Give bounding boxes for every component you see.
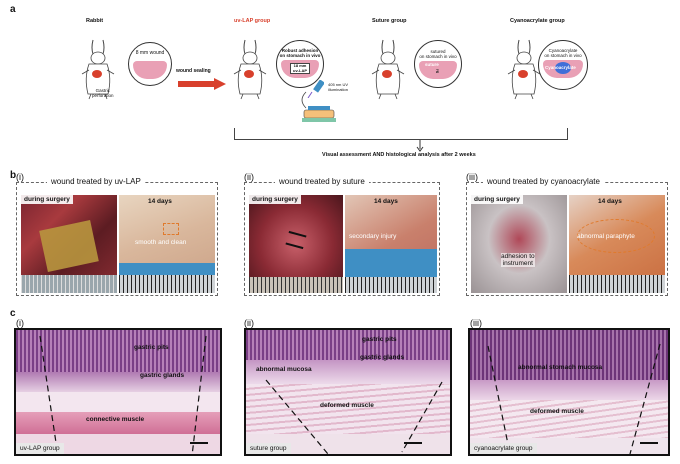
group-bracket: [234, 128, 568, 140]
panel-b-iii-title: wound treated by cyanoacrylate: [483, 177, 604, 186]
patch-label: 18 mm uv-LAP: [290, 63, 310, 75]
panel-b-i-box: wound treated by uv-LAP during surgery 1…: [16, 177, 218, 296]
photo-b-iii-14days: 14 days abnormal paraphyte: [569, 195, 665, 293]
adhesion-bubble: Robust adhesion on stomach in vivo 18 mm…: [276, 40, 324, 88]
photo-label: 14 days: [598, 198, 622, 205]
group-title-rabbit: Rabbit: [86, 18, 104, 24]
rabbit-uvlap-icon: [233, 39, 267, 100]
panel-b-i-title: wound treated by uv-LAP: [47, 177, 145, 186]
group-tag: cyanoacrylate group: [470, 443, 537, 454]
down-arrow-icon: [416, 140, 424, 152]
panel-b-letter: b: [10, 170, 17, 181]
histology-c-ii: gastric pits gastric glands abnormal muc…: [244, 328, 452, 456]
suture-tag: suture: [425, 62, 439, 68]
assessment-label: Visual assessment AND histological analy…: [322, 152, 476, 158]
histology-c-i: gastric pits gastric glands connective m…: [14, 328, 222, 456]
photo-b-ii-14days: 14 days secondary injury: [345, 195, 437, 293]
photo-b-i-14days: 14 days smooth and clean: [119, 195, 215, 293]
panel-b-iii-box: wound treated by cyanoacrylate during su…: [466, 177, 668, 296]
panel-c-iii-label: (iii): [470, 318, 482, 328]
group-title-uvlap: uv-LAP group: [234, 18, 271, 24]
histo-label: gastric pits: [134, 344, 169, 351]
gastric-perforation-label: Gastric perforation: [92, 88, 114, 98]
histo-label: deformed muscle: [530, 408, 584, 415]
dashed-guides: [39, 335, 207, 454]
histo-label: gastric pits: [362, 336, 397, 343]
histo-label: abnormal stomach mucosa: [518, 364, 603, 371]
histo-label: gastric glands: [140, 372, 185, 379]
photo-b-iii-surgery: during surgery adhesion to instrument: [471, 195, 567, 293]
group-title-suture: Suture group: [372, 18, 407, 24]
photo-note: abnormal paraphyte: [577, 233, 635, 240]
rabbit-icon: [81, 39, 115, 100]
photo-b-i-surgery: during surgery: [21, 195, 117, 293]
histo-label: abnormal mucosa: [256, 366, 312, 373]
photo-b-ii-surgery: during surgery: [249, 195, 343, 293]
photo-label: during surgery: [249, 195, 301, 204]
panel-b-ii-box: wound treated by suture during surgery 1…: [244, 177, 440, 296]
dashed-guides: [265, 379, 443, 454]
cyano-bubble: Cyanoacrylate on stomach in vivo Cyanoac…: [538, 40, 588, 90]
adhesion-text: Robust adhesion on stomach in vivo: [279, 48, 321, 59]
uv-lamp-icon: [307, 80, 324, 98]
uv-illumination-label: 405 nm UV illumination: [328, 82, 349, 92]
histo-label: connective muscle: [86, 416, 145, 423]
scale-bar: [404, 442, 422, 444]
cyano-tag: Cyanoacrylate: [545, 65, 576, 71]
panel-b-ii-title: wound treated by suture: [275, 177, 369, 186]
rabbit-suture-icon: [371, 39, 405, 100]
dashed-guides: [487, 343, 661, 454]
red-arrow-icon: [178, 78, 226, 90]
photo-label: during surgery: [471, 195, 523, 204]
panel-c-i-label: (i): [16, 318, 24, 328]
panel-c-letter: c: [10, 308, 16, 319]
panel-b-iii-label: (iii): [466, 172, 478, 182]
wound-label: 8 mm wound: [135, 50, 165, 56]
photo-label: 14 days: [374, 198, 398, 205]
panel-a-letter: a: [10, 4, 16, 15]
panel-b-i-label: (i): [16, 172, 24, 182]
photo-note: adhesion to instrument: [501, 253, 535, 267]
group-tag: suture group: [246, 443, 291, 454]
histology-c-iii: abnormal stomach mucosa deformed muscle …: [468, 328, 670, 456]
photo-label: during surgery: [21, 195, 73, 204]
scale-bar: [640, 442, 658, 444]
group-tag: uv-LAP group: [16, 443, 64, 454]
group-title-cyano: Cyanoacrylate group: [510, 18, 565, 24]
panel-c-ii-label: (ii): [244, 318, 254, 328]
photo-note: smooth and clean: [135, 239, 187, 246]
wound-sealing-label: wound sealing: [176, 68, 211, 74]
photo-note: secondary injury: [349, 233, 397, 240]
sutured-text: sutured on stomach in vivo: [419, 49, 457, 60]
histo-label: gastric glands: [360, 354, 405, 361]
suture-bubble: sutured on stomach in vivo suture ƶ: [414, 40, 462, 88]
cyano-text: Cyanoacrylate on stomach in vivo: [544, 48, 582, 59]
wound-bubble: 8 mm wound: [128, 42, 172, 86]
scale-bar: [190, 442, 208, 444]
rabbit-cyano-icon: [507, 39, 541, 100]
histo-label: deformed muscle: [320, 402, 374, 409]
panel-b-ii-label: (ii): [244, 172, 254, 182]
uv-illumination-diagram: [301, 91, 336, 122]
photo-label: 14 days: [148, 198, 172, 205]
